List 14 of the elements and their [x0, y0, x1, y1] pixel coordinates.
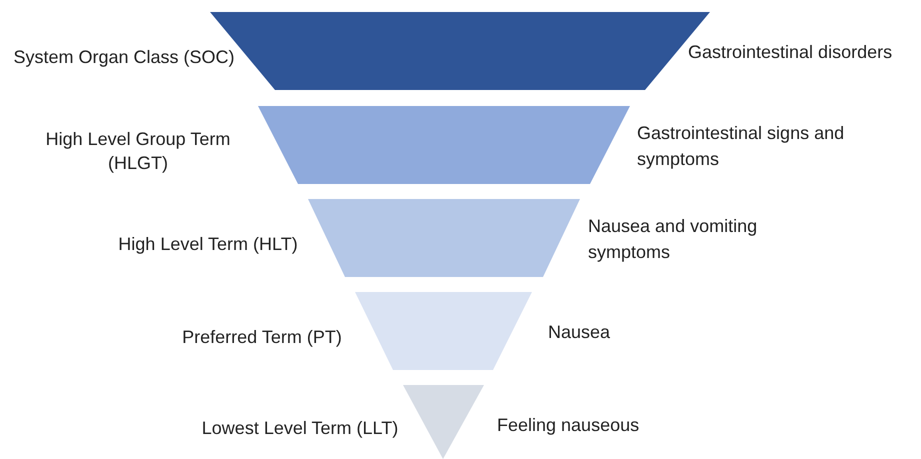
term-label: Gastrointestinal disorders	[688, 41, 894, 64]
term-label: Gastrointestinal signs and symptoms	[637, 122, 846, 171]
level-label: High Level Term (HLT)	[117, 233, 299, 256]
level-label: System Organ Class (SOC)	[12, 46, 236, 69]
triangle-band	[403, 385, 484, 459]
trapezoid-band	[355, 292, 532, 370]
level-label: Lowest Level Term (LLT)	[200, 417, 400, 440]
trapezoid-band	[308, 199, 580, 277]
term-label: Feeling nauseous	[497, 414, 640, 437]
term-label: Nausea and vomiting symptoms	[588, 215, 758, 264]
term-label: Nausea	[548, 321, 612, 344]
level-label: High Level Group Term (HLGT)	[44, 128, 232, 175]
level-label: Preferred Term (PT)	[181, 326, 343, 349]
trapezoid-band	[258, 106, 630, 184]
